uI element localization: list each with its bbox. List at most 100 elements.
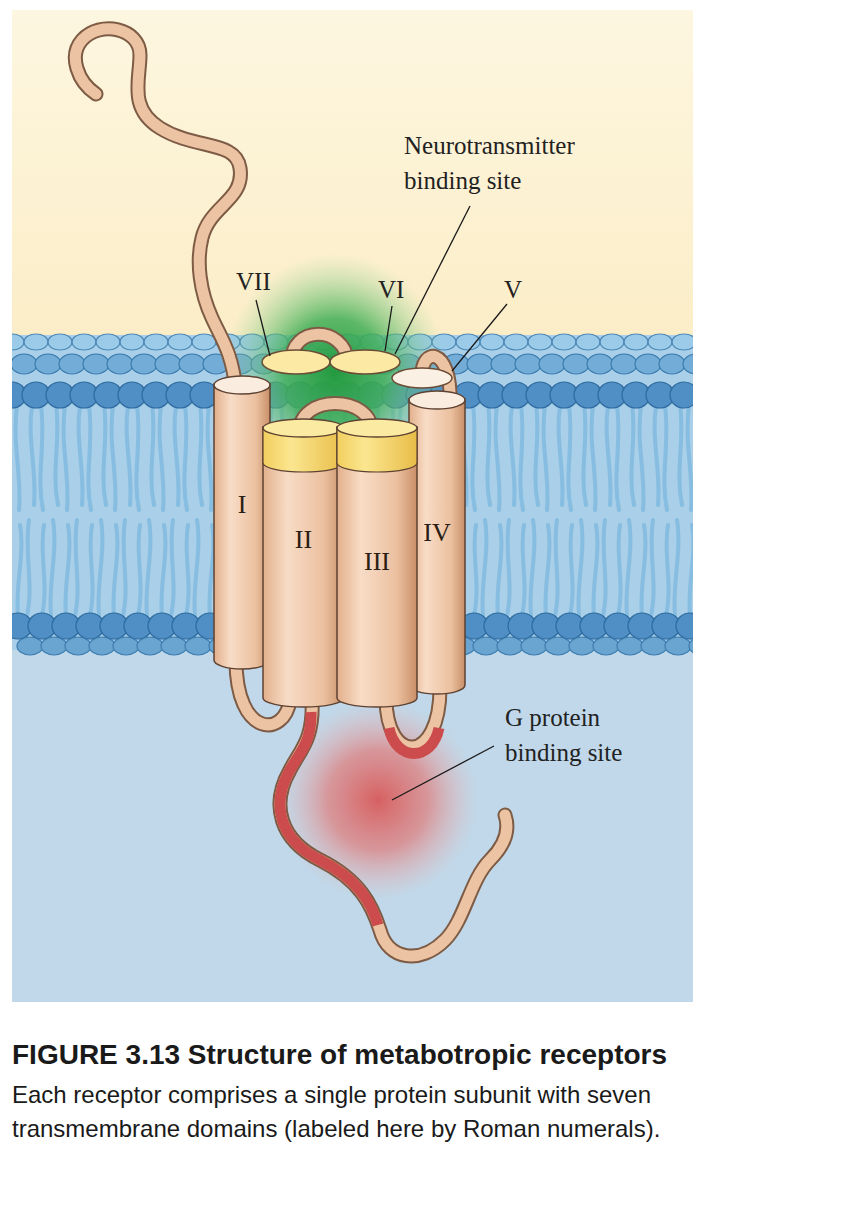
domain-numeral: II bbox=[262, 525, 345, 555]
lipid-head bbox=[155, 354, 181, 374]
domain-cap bbox=[262, 350, 330, 374]
lipid-tail bbox=[545, 525, 549, 615]
lipid-tail bbox=[50, 520, 54, 615]
lipid-head bbox=[648, 334, 672, 350]
lipid-tail bbox=[98, 520, 102, 615]
lipid-tail bbox=[175, 405, 179, 505]
lipid-tail bbox=[616, 405, 619, 510]
lipid-tail bbox=[103, 405, 106, 505]
lipid-tail bbox=[136, 405, 139, 510]
domain-label: VI bbox=[378, 272, 428, 307]
leader-line bbox=[392, 746, 494, 800]
lipid-head bbox=[113, 637, 139, 655]
lipid-head bbox=[539, 354, 565, 374]
lipid-head bbox=[569, 637, 595, 655]
lipid-head bbox=[563, 354, 589, 374]
lipid-head bbox=[179, 354, 205, 374]
intracellular-loop bbox=[389, 728, 439, 754]
lipid-tail bbox=[16, 405, 20, 510]
lipid-head bbox=[17, 637, 43, 655]
lipid-tail bbox=[666, 525, 669, 615]
domain-cap bbox=[392, 368, 452, 388]
lipid-tail bbox=[618, 525, 621, 615]
lipid-head bbox=[528, 334, 552, 350]
cylinder-cap bbox=[409, 391, 465, 409]
lipid-head bbox=[48, 334, 72, 350]
lipid-tail bbox=[497, 525, 501, 615]
lipid-head bbox=[41, 637, 67, 655]
lipid-tail bbox=[184, 405, 187, 510]
domain-cap bbox=[330, 350, 400, 374]
lipid-tail bbox=[555, 520, 558, 615]
lipid-tail bbox=[151, 405, 154, 505]
lipid-tail bbox=[674, 520, 678, 615]
lipid-tail bbox=[641, 525, 645, 615]
lipid-tail bbox=[482, 520, 486, 615]
lipid-head bbox=[683, 354, 693, 374]
lipid-tail bbox=[40, 405, 43, 510]
lipid-tail bbox=[113, 525, 117, 615]
cylinder-shape bbox=[262, 418, 345, 708]
lipid-tail bbox=[209, 525, 213, 615]
lipid-head bbox=[107, 354, 133, 374]
lipid-tail bbox=[603, 520, 606, 615]
lipid-tail bbox=[199, 405, 202, 505]
lipid-head bbox=[120, 334, 144, 350]
lipid-tail bbox=[520, 405, 523, 510]
lipid-tail bbox=[146, 520, 150, 615]
lipid-head bbox=[137, 637, 163, 655]
lipid-head bbox=[611, 354, 637, 374]
figure-caption: Each receptor comprises a single protein… bbox=[12, 1078, 802, 1146]
lipid-tail bbox=[79, 405, 83, 505]
lipid-tail bbox=[112, 405, 116, 510]
lipid-tail bbox=[127, 405, 131, 505]
lipid-tail bbox=[496, 405, 500, 510]
lipid-head bbox=[672, 334, 693, 350]
lipid-head bbox=[593, 637, 619, 655]
lipid-tail bbox=[607, 405, 611, 505]
cylinder-body bbox=[409, 399, 465, 694]
lipid-head bbox=[659, 354, 685, 374]
lipid-head bbox=[587, 354, 613, 374]
lipid-tail bbox=[208, 405, 212, 510]
lipid-head bbox=[161, 637, 187, 655]
leader-lines bbox=[256, 206, 507, 800]
lipid-tail bbox=[160, 405, 164, 510]
lipid-tail bbox=[88, 405, 91, 510]
lipid-tail bbox=[626, 520, 630, 615]
lipid-tail bbox=[90, 525, 93, 615]
domain-label: VII bbox=[236, 264, 296, 299]
lipid-tail bbox=[688, 405, 692, 510]
lipid-tail bbox=[511, 405, 515, 505]
lipid-head bbox=[497, 637, 523, 655]
lipid-tail bbox=[679, 405, 682, 505]
lipid-tail bbox=[592, 405, 596, 510]
lipid-tail bbox=[64, 405, 68, 510]
lipid-tail bbox=[570, 525, 573, 615]
lipid-head bbox=[467, 354, 493, 374]
lipid-head bbox=[168, 334, 192, 350]
lipid-tail bbox=[583, 405, 586, 505]
figure-title: FIGURE 3.13 Structure of metabotropic re… bbox=[12, 1038, 857, 1072]
lipid-tail bbox=[65, 525, 69, 615]
lipid-head bbox=[576, 334, 600, 350]
leader-line bbox=[395, 206, 470, 354]
lipid-tail bbox=[194, 520, 198, 615]
lipid-tail bbox=[474, 525, 477, 615]
site-label: G protein binding site bbox=[505, 700, 680, 770]
lipid-tail bbox=[472, 405, 475, 510]
cylinder-body bbox=[214, 384, 270, 669]
figure-panel bbox=[12, 10, 693, 1002]
lipid-tail bbox=[651, 520, 654, 615]
transmembrane-domain: III bbox=[336, 418, 418, 708]
lipid-tail bbox=[544, 405, 548, 510]
lipid-head bbox=[83, 354, 109, 374]
lipid-tail bbox=[593, 525, 597, 615]
cylinder-cap bbox=[263, 419, 344, 437]
lipid-head bbox=[676, 613, 693, 639]
lipid-tail bbox=[487, 405, 490, 505]
lipid-head bbox=[480, 334, 504, 350]
leader-line bbox=[452, 304, 507, 371]
lipid-head bbox=[665, 637, 691, 655]
